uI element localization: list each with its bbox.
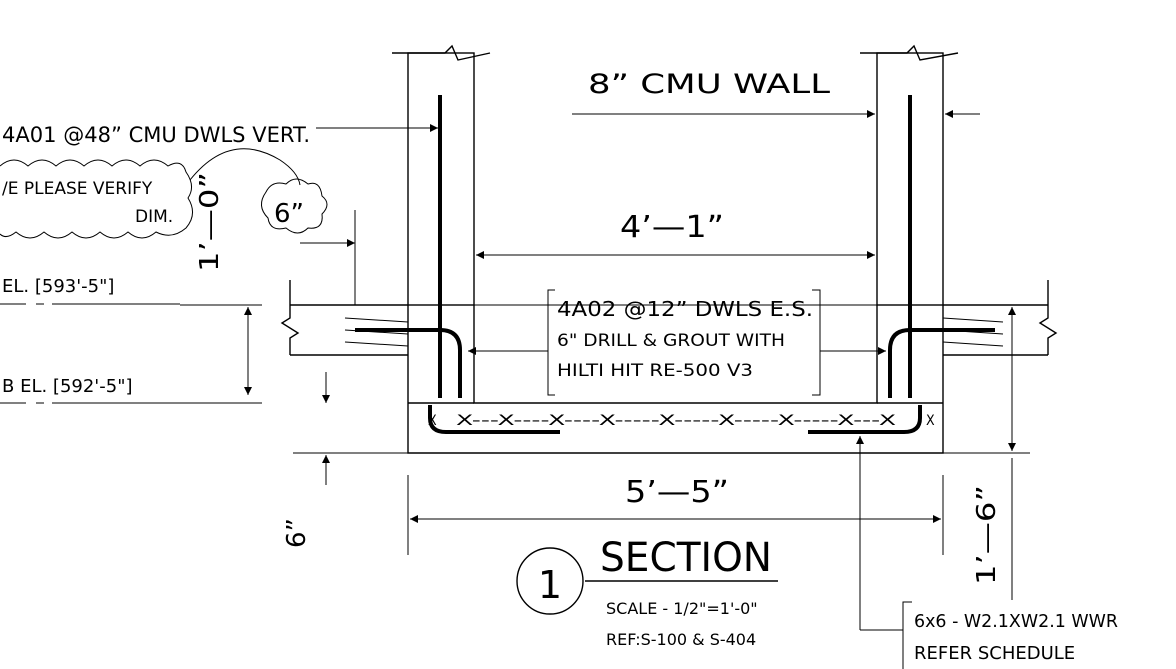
dim-left-height: 1’—0” bbox=[195, 172, 225, 272]
dowel-es-line3: HILTI HIT RE-500 V3 bbox=[557, 361, 753, 381]
dowel-es-line2: 6" DRILL & GROUT WITH bbox=[557, 331, 785, 351]
cmu-wall-label: 8” CMU WALL bbox=[588, 69, 830, 100]
dim-right-height: 1’—6” bbox=[972, 485, 1002, 585]
section-scale: SCALE - 1/2"=1'-0" bbox=[606, 599, 758, 618]
dim-cloud: 6” bbox=[261, 178, 328, 234]
dowel-es-note: 4A02 @12” DWLS E.S. 6" DRILL & GROUT WIT… bbox=[547, 289, 821, 396]
wwr-end-left: X bbox=[428, 413, 437, 429]
section-title-block: 1 SECTION SCALE - 1/2"=1'-0" REF:S-100 &… bbox=[516, 535, 778, 649]
section-ref: REF:S-100 & S-404 bbox=[606, 630, 756, 649]
dim-inside-width: 4’—1” bbox=[620, 210, 724, 245]
wwr-end-right: X bbox=[926, 413, 935, 429]
dim-outside-width: 5’—5” bbox=[625, 475, 729, 510]
wwr-note-line1: 6x6 - W2.1XW2.1 WWR bbox=[914, 611, 1118, 632]
wwr-note-line2: REFER SCHEDULE bbox=[914, 643, 1075, 664]
wwr-line: X X X---X----X----X-----X-----X-----X---… bbox=[428, 413, 935, 429]
cloud-dim-text: 6” bbox=[274, 199, 304, 229]
verify-note-line2: DIM. bbox=[135, 207, 173, 227]
dowel-es-line1: 4A02 @12” DWLS E.S. bbox=[557, 297, 813, 321]
dim-slab-thickness: 6” bbox=[282, 518, 312, 548]
rebar bbox=[355, 95, 995, 434]
section-title: SECTION bbox=[600, 535, 772, 581]
dowel-vert-label: 4A01 @48” CMU DWLS VERT. bbox=[2, 123, 310, 147]
right-existing-slab bbox=[942, 280, 1058, 356]
verify-note-line1: /E PLEASE VERIFY bbox=[2, 179, 153, 199]
bottom-elevation-label: B EL. [592'-5"] bbox=[2, 376, 133, 397]
left-existing-slab bbox=[180, 280, 409, 404]
top-elevation-label: EL. [593'-5"] bbox=[2, 276, 114, 297]
wwr-marks: X---X----X----X-----X-----X-----X-----X-… bbox=[456, 413, 897, 429]
verify-cloud: /E PLEASE VERIFY DIM. bbox=[0, 148, 301, 239]
section-number: 1 bbox=[538, 563, 562, 607]
